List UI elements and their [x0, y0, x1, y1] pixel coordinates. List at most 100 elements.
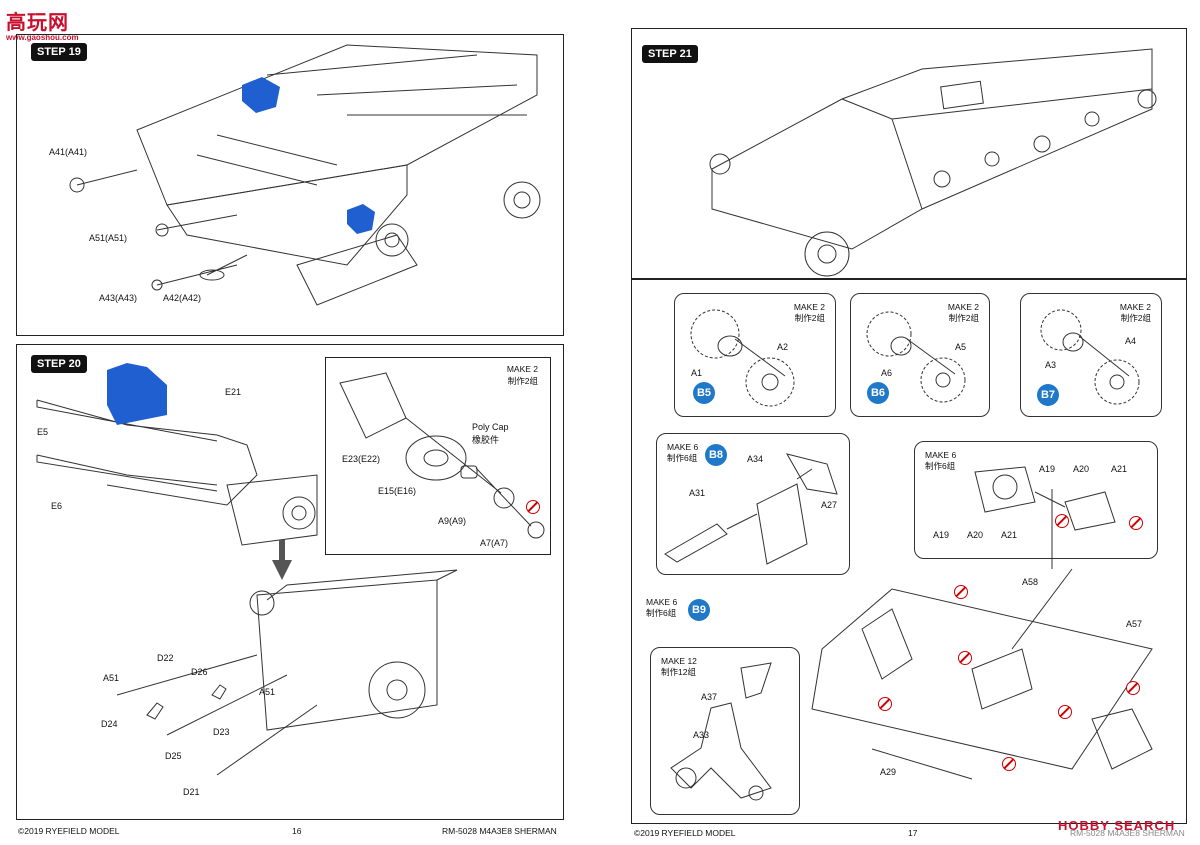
b5-badge: B5: [693, 382, 715, 404]
step20-inset: MAKE 2 制作2组 E23(E22) E15(E16) Poly Cap 橡…: [325, 357, 551, 555]
site-logo: 高玩网 www.gaoshou.com: [6, 6, 79, 42]
label-a51: A51(A51): [89, 233, 128, 243]
a19-label-bottom-a20: A20: [967, 530, 984, 540]
b7-badge: B7: [1037, 384, 1059, 406]
no-glue-icon: [878, 697, 892, 711]
sub-b6: MAKE 2 制作2组 A5 A6 B6: [850, 293, 990, 417]
label-e6: E6: [51, 501, 63, 511]
label-poly-cap: Poly Cap: [472, 422, 509, 432]
b5-label-a1: A1: [691, 368, 703, 378]
b6-label-a6: A6: [881, 368, 893, 378]
b8-badge: B8: [705, 444, 727, 466]
b8-label-a27: A27: [821, 500, 838, 510]
step19-panel: STEP 19 A41(A41) A51(A51) A43(A43) A42(A…: [16, 34, 564, 336]
b9-drawing: [811, 489, 1153, 780]
b9-inner-label-a37: A37: [701, 692, 718, 702]
b9-make-en: MAKE 6: [646, 597, 678, 607]
b9-label-a29: A29: [880, 767, 897, 777]
step20-drawing: [36, 363, 458, 776]
no-glue-icon: [1129, 516, 1143, 530]
no-glue-icon: [1058, 705, 1072, 719]
b6-make-cn: 制作2组: [948, 313, 979, 323]
a19-label-top-a21: A21: [1111, 464, 1128, 474]
a19-label-bottom-a19: A19: [933, 530, 950, 540]
sub-a19: MAKE 6 制作6组 A19 A20 A21 A19 A20 A21: [914, 441, 1158, 559]
gear-drawing-b7: [1040, 309, 1140, 405]
b5-label-a2: A2: [777, 342, 789, 352]
site-url: www.gaoshou.com: [6, 33, 79, 42]
no-glue-icon: [526, 500, 540, 514]
label-e23: E23(E22): [342, 454, 381, 464]
step21-title: STEP 21: [642, 45, 698, 63]
a19-drawing: [974, 466, 1116, 531]
b9-inner-drawing: [670, 662, 772, 801]
label-e5: E5: [37, 427, 49, 437]
gear-drawing-b5: [690, 309, 795, 407]
label-d26: D26: [191, 667, 208, 677]
b5-make-en: MAKE 2: [793, 302, 825, 312]
hobby-search-watermark: HOBBY SEARCH: [1058, 818, 1176, 833]
b8-make-en: MAKE 6: [667, 442, 699, 452]
b9-label-a58: A58: [1022, 577, 1039, 587]
b9-inner-make-en: MAKE 12: [661, 656, 697, 666]
label-a43: A43(A43): [99, 293, 138, 303]
label-d21: D21: [183, 787, 200, 797]
page17-frame: STEP 21 MAKE 2 制作2组 A2 A1 B5: [631, 28, 1187, 824]
label-d24: D24: [101, 719, 118, 729]
b8-label-a31: A31: [689, 488, 706, 498]
site-logo-text: 高玩网: [6, 12, 69, 34]
label-d23: D23: [213, 727, 230, 737]
inset-drawing: [339, 372, 545, 539]
label-a42: A42(A42): [163, 293, 202, 303]
b6-label-a5: A5: [955, 342, 967, 352]
no-glue-icon: [1126, 681, 1140, 695]
sub-b7: MAKE 2 制作2组 A4 A3 B7: [1020, 293, 1162, 417]
label-a9: A9(A9): [438, 516, 467, 526]
b5-make-cn: 制作2组: [794, 313, 825, 323]
p16-product: RM-5028 M4A3E8 SHERMAN: [442, 826, 557, 836]
gear-drawing-b6: [866, 311, 966, 403]
p16-page-number: 16: [292, 826, 302, 836]
b8-drawing: [664, 453, 838, 565]
b7-make-cn: 制作2组: [1120, 313, 1151, 323]
no-glue-icon: [1002, 757, 1016, 771]
step21-drawing: [709, 48, 1157, 277]
p17-copyright: ©2019 RYEFIELD MODEL: [634, 828, 736, 838]
b6-make-en: MAKE 2: [947, 302, 979, 312]
step19-drawing: [69, 44, 541, 306]
a19-label-bottom-a21: A21: [1001, 530, 1018, 540]
step20-panel: STEP 20 MAKE: [16, 344, 564, 820]
label-a51-right: A51: [259, 687, 276, 697]
a19-label-top-a20: A20: [1073, 464, 1090, 474]
label-a41: A41(A41): [49, 147, 88, 157]
sub-b9-inner: MAKE 12 制作12组 A37 A33: [650, 647, 800, 815]
label-e21: E21: [225, 387, 242, 397]
label-d25: D25: [165, 751, 182, 761]
b8-make-cn: 制作6组: [667, 453, 698, 463]
b6-badge: B6: [867, 382, 889, 404]
b9-label-a57: A57: [1126, 619, 1143, 629]
a19-make-cn: 制作6组: [925, 461, 956, 471]
a19-label-top-a19: A19: [1039, 464, 1056, 474]
a19-make-en: MAKE 6: [925, 450, 957, 460]
b9-badge: B9: [688, 599, 710, 621]
b9-inner-make-cn: 制作12组: [661, 667, 696, 677]
label-e15: E15(E16): [378, 486, 417, 496]
label-a51-left: A51: [103, 673, 120, 683]
p17-product: RM-5028 M4A3E8 SHERMAN: [1070, 828, 1185, 838]
no-glue-icon: [954, 585, 968, 599]
label-a7: A7(A7): [480, 538, 509, 548]
p16-copyright: ©2019 RYEFIELD MODEL: [18, 826, 120, 836]
p17-page-number: 17: [908, 828, 918, 838]
b7-label-a3: A3: [1045, 360, 1057, 370]
sub-b8: MAKE 6 制作6组 B8 A34 A31 A27: [656, 433, 850, 575]
b7-label-a4: A4: [1125, 336, 1137, 346]
step21-divider: [632, 278, 1186, 280]
no-glue-icon: [958, 651, 972, 665]
label-d22: D22: [157, 653, 174, 663]
b7-make-en: MAKE 2: [1119, 302, 1151, 312]
inset-make-en: MAKE 2: [506, 364, 538, 374]
b9-inner-label-a33: A33: [693, 730, 710, 740]
label-poly-cap-cn: 橡胶件: [472, 435, 500, 445]
no-glue-icon: [1055, 514, 1069, 528]
